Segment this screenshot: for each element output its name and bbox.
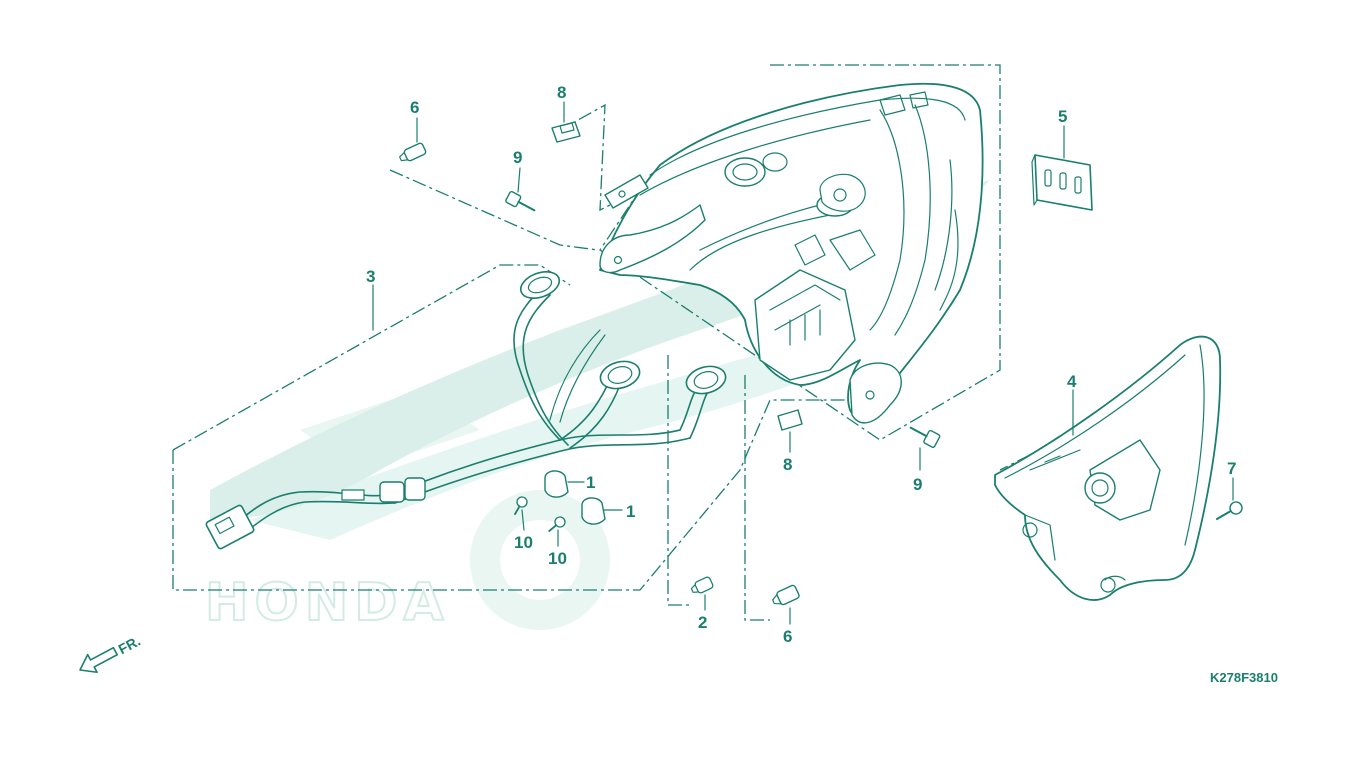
callout-9-lower: 9	[913, 475, 922, 494]
fasteners	[399, 121, 1243, 606]
callout-9-upper: 9	[513, 148, 522, 167]
callout-5: 5	[1058, 107, 1067, 126]
callout-1-upper: 1	[586, 473, 595, 492]
direction-label: FR.	[116, 633, 143, 658]
bulb-upper	[399, 142, 427, 162]
callout-8-upper: 8	[557, 83, 566, 102]
callout-1-lower: 1	[626, 502, 635, 521]
arrow-left-icon	[79, 646, 118, 674]
callout-6-upper: 6	[410, 98, 419, 117]
callout-7: 7	[1227, 459, 1236, 478]
taillight-housing	[599, 82, 984, 424]
callout-10-right: 10	[548, 549, 567, 568]
drawing-code: K278F3810	[1210, 670, 1278, 685]
callout-6-lower: 6	[783, 627, 792, 646]
callout-10-left: 10	[514, 533, 533, 552]
watermark-text: HONDA	[205, 573, 450, 633]
reflector-plate	[1031, 154, 1093, 211]
wire-harness	[205, 271, 727, 550]
callout-2: 2	[698, 613, 707, 632]
leader-lines	[372, 101, 1234, 625]
callout-4: 4	[1067, 372, 1077, 391]
front-direction-indicator: FR.	[79, 633, 143, 674]
callout-labels: 6 8 9 3 5 4 7 8 9 1 1 10 10 2 6	[366, 83, 1236, 646]
callout-3: 3	[366, 267, 375, 286]
side-cover	[994, 335, 1222, 601]
callout-8-lower: 8	[783, 455, 792, 474]
